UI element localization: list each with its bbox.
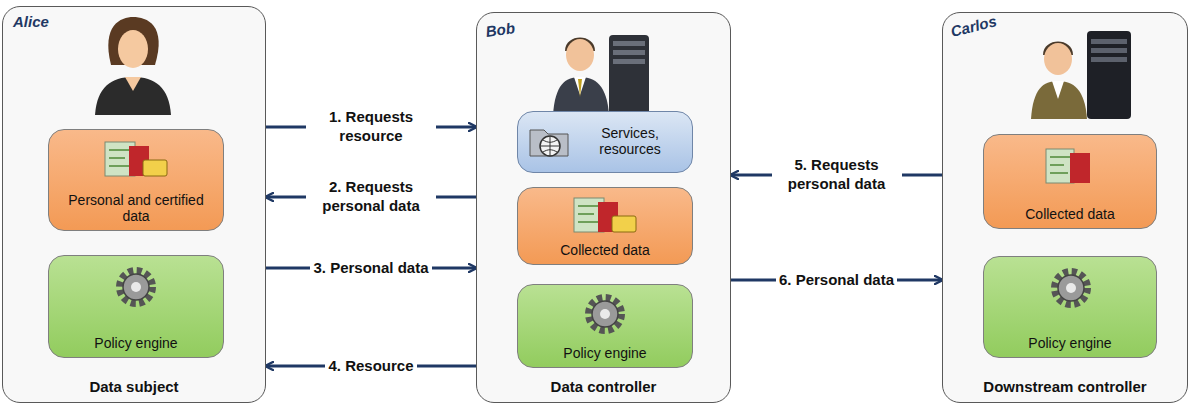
person-icon bbox=[91, 15, 175, 115]
person-server-icon bbox=[1029, 27, 1139, 123]
actor-panel: CarlosDownstream controller Collected da… bbox=[942, 12, 1188, 403]
box-label: Collected data bbox=[1025, 206, 1115, 222]
role-label: Data subject bbox=[3, 378, 265, 395]
box-label: Personal and certified data bbox=[57, 192, 215, 224]
service-box: Services, resources bbox=[517, 111, 693, 173]
box-label: Policy engine bbox=[94, 335, 177, 351]
message-label: 4. Resource bbox=[325, 357, 416, 376]
person-server-icon bbox=[551, 23, 661, 119]
role-label: Downstream controller bbox=[943, 378, 1187, 395]
policy-box: Policy engine bbox=[48, 255, 224, 358]
policy-box: Policy engine bbox=[517, 284, 693, 368]
data-box: Personal and certified data bbox=[48, 129, 224, 231]
data-box: Collected data bbox=[983, 134, 1157, 229]
role-label: Data controller bbox=[477, 378, 730, 395]
box-label: Policy engine bbox=[563, 345, 646, 361]
message-label: 2. Requests personal data bbox=[306, 178, 436, 216]
actor-panel: AliceData subject Personal and certified… bbox=[2, 6, 266, 403]
folder-globe-icon bbox=[528, 122, 572, 162]
actor-panel: BobData controller Services, resources C… bbox=[476, 12, 731, 403]
box-label: Services, resources bbox=[576, 125, 684, 157]
actor-name: Bob bbox=[485, 19, 516, 40]
message-label: 5. Requests personal data bbox=[772, 156, 902, 194]
gear-icon bbox=[1048, 265, 1094, 311]
policy-box: Policy engine bbox=[983, 256, 1157, 358]
gear-icon bbox=[582, 291, 628, 337]
documents-icon bbox=[572, 194, 638, 238]
actor-name: Carlos bbox=[949, 12, 998, 40]
message-label: 3. Personal data bbox=[310, 259, 431, 278]
documents-icon bbox=[1042, 145, 1098, 189]
message-label: 1. Requests resource bbox=[306, 108, 436, 146]
box-label: Collected data bbox=[560, 242, 650, 258]
data-box: Collected data bbox=[517, 187, 693, 265]
actor-name: Alice bbox=[13, 13, 49, 30]
box-label: Policy engine bbox=[1028, 335, 1111, 351]
gear-icon bbox=[113, 264, 159, 310]
message-label: 6. Personal data bbox=[776, 271, 897, 290]
documents-icon bbox=[103, 138, 169, 182]
